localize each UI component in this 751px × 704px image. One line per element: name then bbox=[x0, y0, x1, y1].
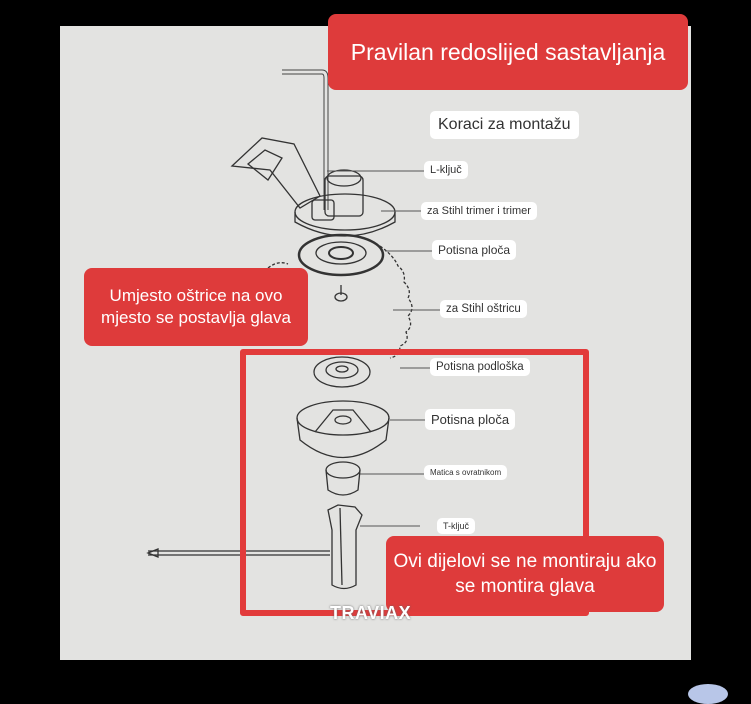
corner-decoration bbox=[688, 684, 728, 704]
note-parts-not-mounted: Ovi dijelovi se ne montiraju ako se mont… bbox=[386, 536, 664, 612]
gear-housing-drawing bbox=[230, 137, 396, 237]
excluded-parts-frame bbox=[240, 349, 589, 616]
label-blade: za Stihl oštricu bbox=[440, 300, 527, 318]
brand-watermark: TRAVIAX bbox=[330, 603, 412, 623]
label-collar-nut: Matica s ovratnikom bbox=[424, 465, 508, 480]
collar-nut-drawing bbox=[325, 461, 361, 496]
note-head-instead-of-blade: Umjesto oštrice na ovo mjesto se postavl… bbox=[84, 268, 308, 346]
saw-blade-drawing bbox=[267, 245, 413, 359]
t-key-drawing bbox=[146, 504, 363, 590]
label-pressure-plate-bottom: Potisna ploča bbox=[425, 409, 516, 430]
page-title: Pravilan redoslijed sastavljanja bbox=[328, 14, 688, 90]
label-pressure-plate-top: Potisna ploča bbox=[432, 240, 517, 260]
bolt-drawing bbox=[334, 285, 348, 302]
pressure-plate-bottom-drawing bbox=[296, 400, 390, 459]
label-l-key: L-ključ bbox=[424, 161, 468, 179]
label-trimmer: za Stihl trimer i trimer bbox=[421, 202, 537, 220]
pressure-plate-top-drawing bbox=[297, 233, 385, 277]
l-key-drawing bbox=[282, 69, 329, 210]
label-pressure-washer: Potisna podloška bbox=[430, 358, 530, 376]
subtitle-label: Koraci za montažu bbox=[430, 111, 579, 139]
pressure-washer-drawing bbox=[313, 356, 371, 388]
label-t-key: T-ključ bbox=[437, 518, 476, 534]
